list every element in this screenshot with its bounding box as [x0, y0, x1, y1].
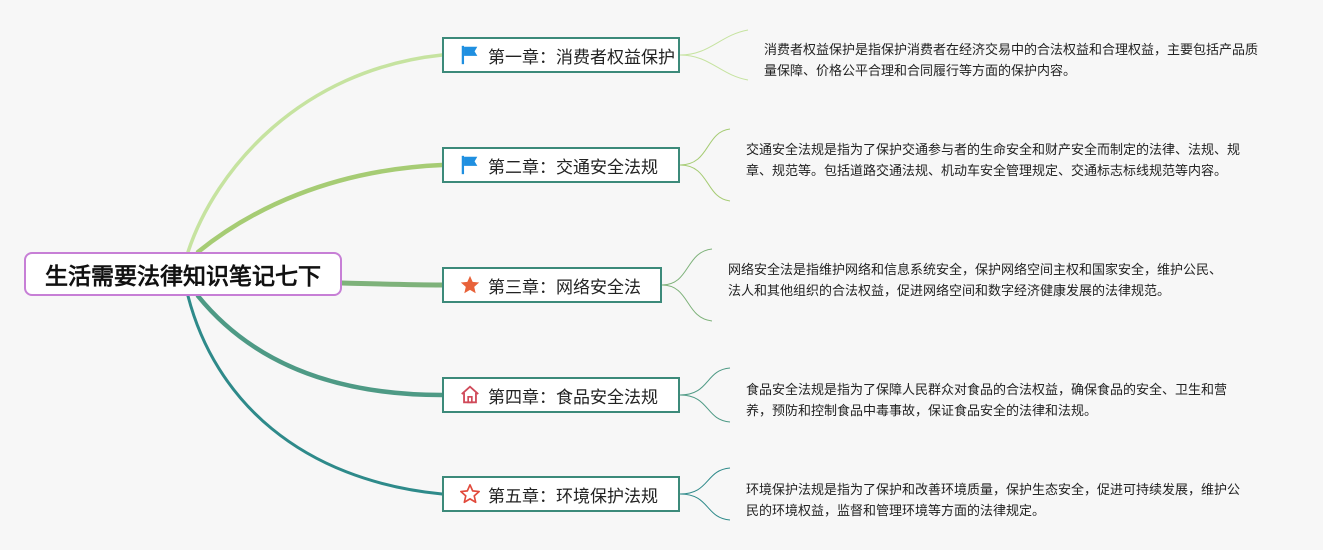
central-topic[interactable]: 生活需要法律知识笔记七下 — [24, 252, 342, 296]
desc-connector-1 — [679, 29, 749, 81]
chapter-title: 第四章：食品安全法规 — [488, 387, 658, 408]
chapter-node-2[interactable]: 第二章：交通安全法规 — [442, 147, 680, 183]
central-topic-label: 生活需要法律知识笔记七下 — [45, 264, 321, 290]
branch-connector-4 — [195, 293, 445, 398]
desc-connector-3 — [661, 248, 713, 322]
chapter-description-3: 网络安全法是指维护网络和信息系统安全，保护网络空间主权和国家安全，维护公民、法人… — [728, 263, 1223, 299]
chapter-description-5: 环境保护法规是指为了保护和改善环境质量，保护生态安全，促进可持续发展，维护公民的… — [746, 483, 1241, 519]
chapter-title: 第三章：网络安全法 — [488, 277, 641, 298]
chapter-description-1: 消费者权益保护是指保护消费者在经济交易中的合法权益和合理权益，主要包括产品质量保… — [764, 43, 1259, 79]
flag-icon — [458, 153, 482, 177]
chapter-title: 第五章：环境保护法规 — [488, 486, 658, 507]
chapter-node-3[interactable]: 第三章：网络安全法 — [442, 267, 662, 303]
branch-connector-2 — [195, 162, 445, 255]
home-icon — [458, 383, 482, 407]
desc-connector-4 — [679, 367, 731, 423]
flag-icon — [458, 43, 482, 67]
desc-connector-2 — [679, 128, 731, 202]
chapter-description-2: 交通安全法规是指为了保护交通参与者的生命安全和财产安全而制定的法律、法规、规章、… — [746, 143, 1241, 179]
star-filled-icon — [458, 273, 482, 297]
chapter-description-4: 食品安全法规是指为了保障人民群众对食品的合法权益，确保食品的安全、卫生和营养，预… — [746, 383, 1228, 419]
desc-connector-5 — [679, 467, 731, 521]
branch-connector-1 — [186, 53, 444, 254]
star-outline-icon — [458, 482, 482, 506]
chapter-title: 第二章：交通安全法规 — [488, 157, 658, 178]
chapter-node-1[interactable]: 第一章：消费者权益保护 — [442, 37, 680, 73]
branch-connector-3 — [339, 280, 445, 288]
chapter-node-4[interactable]: 第四章：食品安全法规 — [442, 377, 680, 413]
chapter-title: 第一章：消费者权益保护 — [488, 47, 675, 68]
branch-connector-5 — [186, 294, 444, 496]
chapter-node-5[interactable]: 第五章：环境保护法规 — [442, 476, 680, 512]
